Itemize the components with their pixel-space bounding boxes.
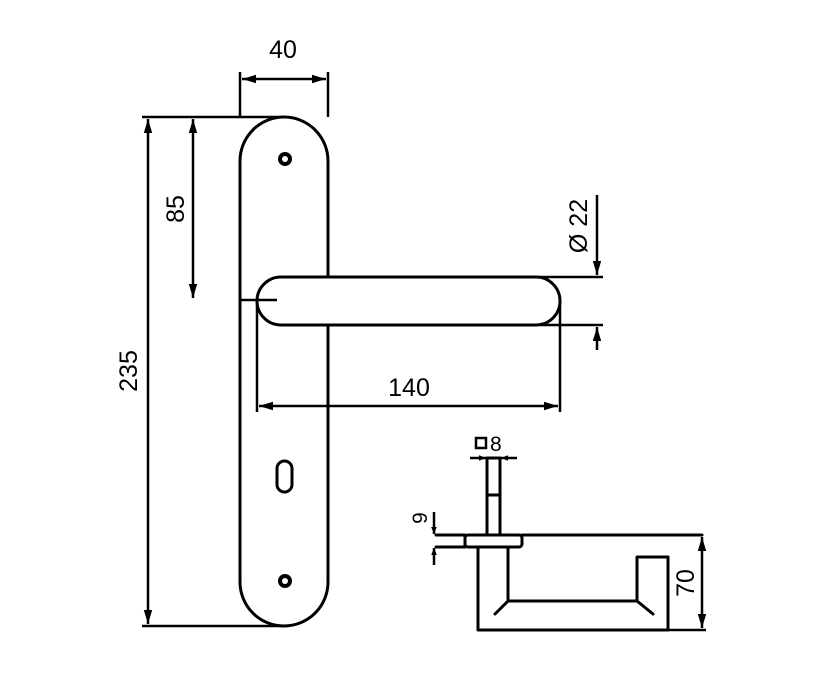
back-plate <box>238 115 330 628</box>
dimension-label-70: 70 <box>672 569 700 597</box>
dimension-label-235: 235 <box>115 350 143 392</box>
dimension-label-40: 40 <box>269 36 297 64</box>
rose <box>463 533 524 549</box>
square-symbol-icon <box>474 436 488 450</box>
dimension-spindle-square: 8 <box>470 433 517 461</box>
dimension-rose-thickness: 9 <box>409 512 437 565</box>
keyhole-slot <box>275 459 294 494</box>
dimension-plate-height: 235 <box>115 115 285 628</box>
dimension-label-9: 9 <box>409 512 432 524</box>
dimension-label-8: 8 <box>490 433 502 456</box>
side-handle <box>476 545 670 632</box>
dimension-label-diameter-22: Ø 22 <box>565 199 593 253</box>
dimension-handle-length: 140 <box>255 300 562 412</box>
dimension-plate-width: 40 <box>238 36 330 117</box>
side-view <box>434 456 704 632</box>
dimension-handle-diameter: Ø 22 <box>540 195 603 350</box>
dimension-handle-projection: 70 <box>668 537 707 632</box>
handle-lever <box>255 275 562 327</box>
dimension-label-85: 85 <box>162 195 190 223</box>
dimension-handle-height: 85 <box>162 119 198 298</box>
dimension-label-140: 140 <box>388 374 430 402</box>
